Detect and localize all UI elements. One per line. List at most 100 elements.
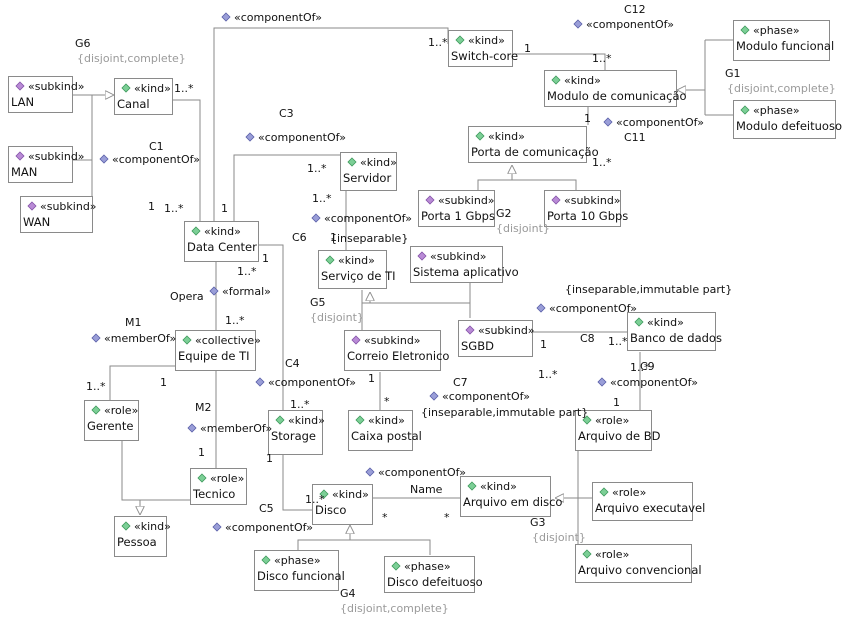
multiplicity: 1..* [225,314,245,327]
class-stereotype: «kind» [488,130,525,143]
class-box-datacenter[interactable]: «kind»Data Center [184,221,259,262]
class-name: Data Center [187,240,257,254]
class-box-storage[interactable]: «kind»Storage [268,410,325,455]
gen-g2[interactable] [477,179,577,190]
class-box-moddef[interactable]: «phase»Modulo defeituoso [733,100,843,139]
class-name: Sistema aplicativo [413,265,519,279]
relation-icon [603,117,613,127]
class-stereotype: «kind» [134,82,171,95]
class-box-sgbd[interactable]: «subkind»SGBD [458,320,535,357]
gen-g3[interactable] [577,440,592,545]
edge-label-g4-c: {disjoint,complete} [340,602,449,615]
class-box-caixa[interactable]: «kind»Caixa postal [348,410,422,451]
assoc-datacenter-servidor[interactable] [233,154,342,221]
class-box-arqconv[interactable]: «role»Arquivo convencional [575,544,702,583]
relation-icon [597,377,607,387]
multiplicity: 1..* [538,368,558,381]
class-box-wan[interactable]: «subkind»WAN [20,196,97,233]
relation-icon [209,286,219,296]
stereotype-icon [191,226,201,236]
class-box-discofunc[interactable]: «phase»Disco funcional [254,550,345,591]
class-box-porta10[interactable]: «subkind»Porta 10 Gbps [544,190,629,227]
stereotype-icon [465,325,475,335]
class-box-arquivobd[interactable]: «role»Arquivo de BD [575,410,661,451]
class-frame [733,100,836,139]
class-box-disco[interactable]: «kind»Disco [312,484,373,525]
edge-label-g3: G3 [530,516,546,529]
class-stereotype: «subkind» [430,250,487,263]
class-frame [175,330,256,371]
class-frame [418,190,495,227]
edge-label-g1-c: {disjoint,complete} [727,82,836,95]
class-name: Porta de comunicação [471,145,599,159]
class-box-modfunc[interactable]: «phase»Modulo funcional [733,20,835,61]
assoc-storage-disco[interactable] [282,455,312,511]
assoc-switch-modulo[interactable] [512,53,606,70]
class-boxes: «kind»Switch-core«kind»Modulo de comunic… [8,20,843,593]
class-box-arqdisco[interactable]: «kind»Arquivo em disco [460,476,563,517]
class-box-pessoa[interactable]: «kind»Pessoa [114,516,171,557]
class-stereotype: «kind» [480,480,517,493]
stereotype-icon [455,35,465,45]
assoc-canal-datacenter[interactable] [171,99,201,222]
class-box-canal[interactable]: «kind»Canal [114,78,173,115]
relation-icon [221,12,231,22]
class-box-servti[interactable]: «kind»Serviço de TI [318,250,396,289]
stereotype-icon [551,75,561,85]
class-frame [575,544,692,583]
class-box-servidor[interactable]: «kind»Servidor [340,152,397,191]
relation-icon [212,522,222,532]
class-name: Disco funcional [257,569,345,583]
assoc-datacenter-storage[interactable] [258,244,284,410]
class-box-banco[interactable]: «kind»Banco de dados [627,312,722,351]
class-frame [460,476,551,517]
class-box-sisapp[interactable]: «subkind» Sistema aplicativo [410,246,519,283]
class-box-tecnico[interactable]: «role»Tecnico [190,468,247,505]
multiplicity: 1..* [630,361,650,374]
class-name: Tecnico [192,487,235,501]
class-frame [544,190,621,227]
class-name: Banco de dados [630,331,722,345]
class-box-switch[interactable]: «kind»Switch-core [448,30,519,67]
edge-label-comp-top: «componentOf» [234,11,322,24]
edge-label-insimm2: {inseparable,immutable part} [421,406,588,419]
relation-icon [255,377,265,387]
assoc-equipe-gerente[interactable] [109,365,175,400]
multiplicity: 1..* [592,52,612,65]
class-stereotype: «subkind» [564,194,621,207]
edge-label-c5-comp: «componentOf» [378,466,466,479]
class-box-porta[interactable]: «kind» Porta de comunicação [468,126,599,163]
stereotype-icon [261,555,271,565]
class-name: Arquivo de BD [578,429,661,443]
class-box-correio[interactable]: «subkind»Correio Eletronico [344,330,450,371]
class-box-porta1[interactable]: «subkind»Porta 1 Gbps [418,190,495,227]
edge-label-g3-c: {disjoint} [532,531,586,544]
class-name: WAN [23,215,50,229]
class-frame [254,550,339,591]
class-box-man[interactable]: «subkind»MAN [8,146,85,183]
class-box-arqexec[interactable]: «role»Arquivo executavel [592,482,706,521]
multiplicity: 1..* [305,493,325,506]
stereotype-icon [121,83,131,93]
gen-g1[interactable] [685,39,733,116]
multiplicity: 1..* [86,380,106,393]
edge-label-m2: M2 [195,401,212,414]
class-name: Correio Eletronico [347,349,449,363]
edge-label-c8: C8 [580,332,595,345]
multiplicity: 1 [584,112,591,125]
class-name: Modulo de comunicação [547,89,687,103]
class-stereotype: «role» [104,404,138,417]
class-box-discodef[interactable]: «phase»Disco defeituoso [384,556,483,593]
stereotype-icon [551,195,561,205]
class-box-gerente[interactable]: «role»Gerente [84,400,139,441]
edge-label-g6-c: {disjoint,complete} [77,52,186,65]
class-box-lan[interactable]: «subkind»LAN [8,76,85,113]
edge-label-m2-mem: «memberOf» [200,422,272,435]
class-box-modcom[interactable]: «kind»Modulo de comunicação [544,70,687,107]
class-box-equipe[interactable]: «collective»Equipe de TI [175,330,261,371]
multiplicity: 1..* [592,156,612,169]
stereotype-icon [740,105,750,115]
class-name: Disco defeituoso [387,575,483,589]
edge-label-c9: C9 [640,360,655,373]
